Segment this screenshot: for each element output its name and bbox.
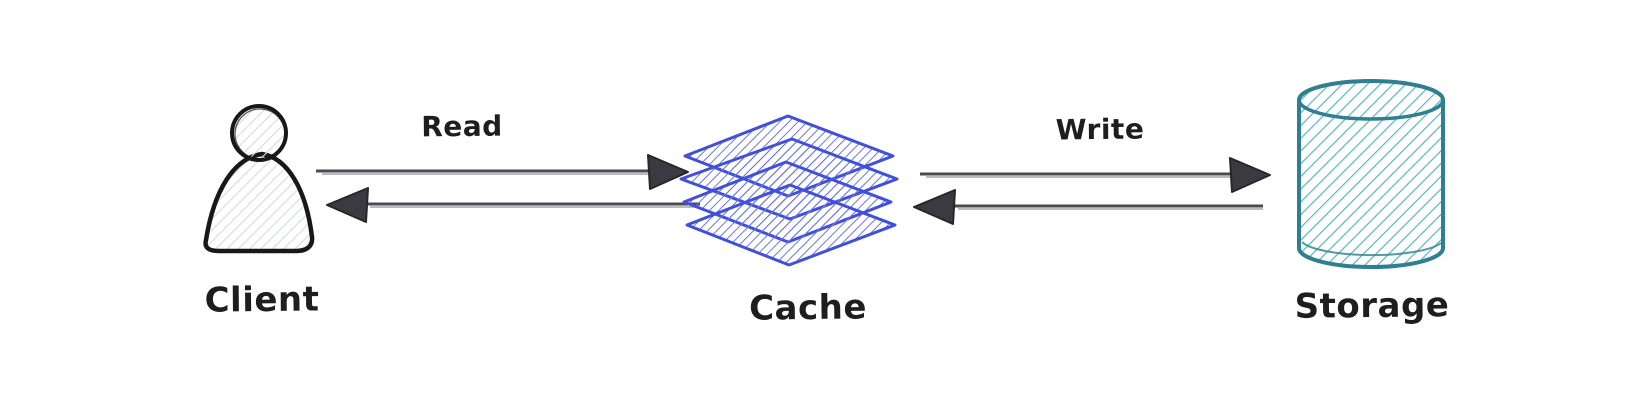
write-return-arrow (913, 189, 1263, 225)
read-return-arrow (326, 187, 700, 223)
cache-node-label: Cache (748, 287, 868, 329)
storage-node-label: Storage (1294, 285, 1450, 327)
storage-cylinder-icon (1297, 79, 1445, 269)
client-node-label: Client (204, 279, 320, 321)
client-person-icon (203, 104, 315, 254)
read-edge-label: Read (421, 109, 503, 144)
read-arrow (316, 154, 689, 190)
write-edge-label: Write (1055, 112, 1145, 147)
write-arrow (920, 157, 1271, 193)
cache-layers-icon (679, 114, 899, 267)
